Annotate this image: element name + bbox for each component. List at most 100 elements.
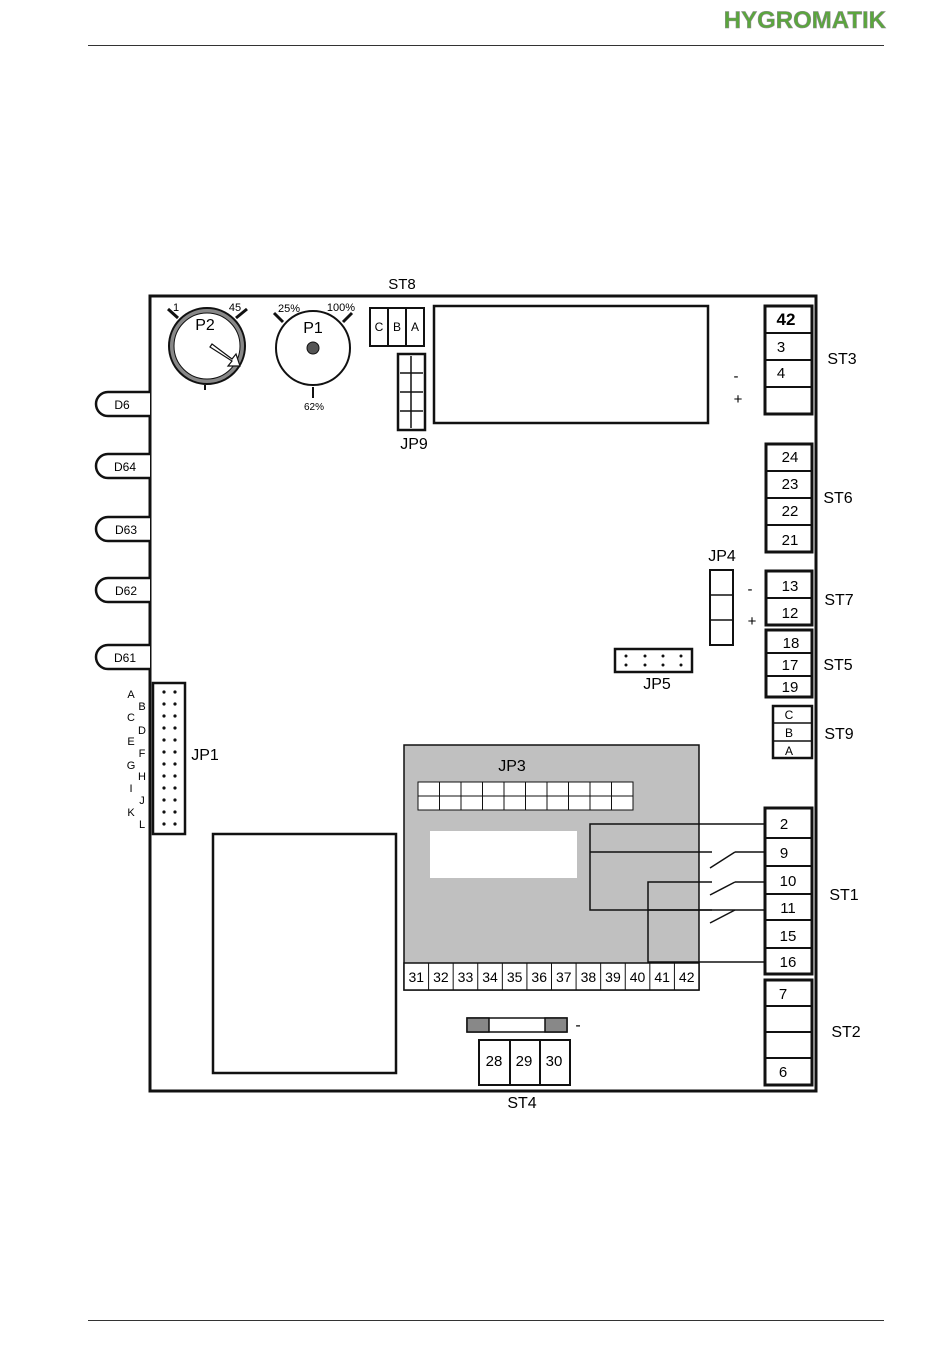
st4-terminal-30: 30 [546,1053,563,1070]
st8-pin-a: A [411,320,419,334]
jp1-pin-dot [162,774,165,777]
jp3-pin [612,782,634,796]
st1-terminal-11: 11 [780,900,796,917]
jp1-pin-dot [173,726,176,729]
jp1-pin-g: G [127,760,136,772]
jp3-pin [590,782,612,796]
jp1-pin-dot [173,714,176,717]
connector-st5: 18 17 19 ST5 [766,630,853,697]
jp1-pin-dot [162,810,165,813]
p1-max-label: 100% [327,302,355,314]
jp3-pin [526,782,548,796]
jp1-pin-dot [173,762,176,765]
st4-terminal-28: 28 [486,1053,503,1070]
jp3-terminal-37: 37 [556,969,572,985]
jp1-pin-b: B [138,701,145,713]
connector-st6: 24 23 22 21 ST6 [766,444,853,552]
st9-label: ST9 [824,726,853,743]
jp3-terminal-42: 42 [679,969,695,985]
jp1-pin-d: D [138,725,146,737]
led-d63: D63 [96,517,150,541]
st1-terminal-16: 16 [780,954,797,971]
jp4-minus: - [748,581,753,598]
jp3-pin [461,782,483,796]
jp3-terminal-41: 41 [654,969,670,985]
jp3-pin [483,782,505,796]
jp1-pin-dot [173,702,176,705]
st2-terminal-6: 6 [779,1064,787,1081]
jp1-pin-dot [162,822,165,825]
st7-terminal-13: 13 [782,578,799,595]
jp1-pin-dot [162,786,165,789]
st3-terminal-42: 42 [777,310,796,329]
jp3-terminal-39: 39 [605,969,621,985]
jp3-pin [547,796,569,810]
jp3-terminal-33: 33 [458,969,474,985]
jp1-pin-c: C [127,712,135,724]
jp3-pin [504,796,526,810]
st6-label: ST6 [823,490,852,507]
led-d61: D61 [96,645,150,669]
p1-mid-label: 62% [304,402,324,413]
jp3-display-window [430,831,577,878]
st2-label: ST2 [831,1024,860,1041]
jp3-pin [461,796,483,810]
p1-label: P1 [303,320,323,337]
jp4-plus: + [748,613,757,630]
st3-terminal-4: 4 [777,365,785,382]
footer-rule [88,1320,884,1321]
jp1-pin-dot [162,738,165,741]
transformer-block [213,834,396,1073]
st3-label: ST3 [827,351,856,368]
jp1-pin-dot [173,810,176,813]
jp1-pin-dot [173,798,176,801]
jp3-terminal-34: 34 [482,969,498,985]
jp1-pin-dot [173,750,176,753]
st1-label: ST1 [829,887,858,904]
jp3-pin [569,796,591,810]
jp1-pin-e: E [127,736,134,748]
st7-label: ST7 [824,592,853,609]
st5-terminal-18: 18 [783,635,800,652]
jp1-pin-j: J [139,795,145,807]
st1-terminal-10: 10 [780,873,797,890]
jp3-pin [526,796,548,810]
jp3-terminal-36: 36 [531,969,547,985]
jp3-terminal-32: 32 [433,969,449,985]
jp1-label: JP1 [191,747,219,764]
leds: D6 D64 D63 D62 D61 [96,392,150,669]
jp1-pin-i: I [129,783,132,795]
jp3-pin [612,796,634,810]
st8-pin-c: C [375,320,384,334]
jp1-pin-h: H [138,771,146,783]
jp1-pin-dot [162,714,165,717]
jp1-pin-dot [173,786,176,789]
jp3-pin [547,782,569,796]
display-module [434,306,708,423]
jp1-pin-dot [173,738,176,741]
st4-terminal-29: 29 [516,1053,533,1070]
st5-label: ST5 [823,657,852,674]
jp3-terminal-40: 40 [630,969,646,985]
p1-min-label: 25% [278,303,300,315]
jp5-label: JP5 [643,676,671,693]
connector-st7: 13 12 ST7 [766,571,854,625]
st6-terminal-21: 21 [782,532,799,549]
jp3-terminal-35: 35 [507,969,523,985]
st2-terminal-7: 7 [779,986,787,1003]
jp3-pin [418,782,440,796]
p2-max-label: 45 [229,302,241,314]
jp1-pin-f: F [139,748,146,760]
jp3-pin [483,796,505,810]
fuse: - [467,1017,581,1034]
jp1-pin-a: A [127,689,135,701]
jp1-pin-l: L [139,819,145,831]
led-d63-label: D63 [115,523,137,537]
jp3-terminal-38: 38 [581,969,597,985]
jp3-pin [504,782,526,796]
st8-pin-b: B [393,320,401,334]
st1-terminal-15: 15 [780,928,797,945]
led-d62-label: D62 [115,584,137,598]
